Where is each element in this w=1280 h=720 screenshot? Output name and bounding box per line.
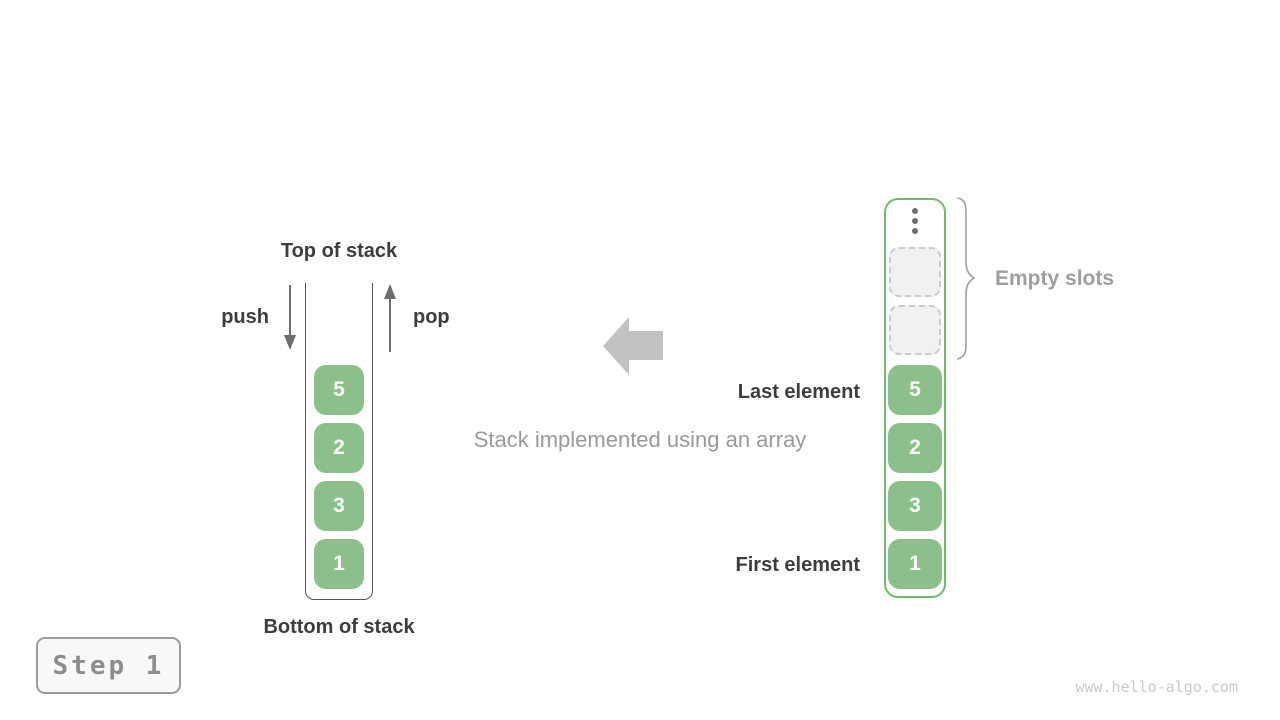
stack-element: 2: [314, 423, 364, 473]
step-badge: Step 1: [36, 637, 181, 694]
pop-label: pop: [413, 306, 450, 328]
stack-element: 5: [314, 365, 364, 415]
pop-up-arrow-icon: [383, 283, 397, 357]
empty-slot: [889, 305, 941, 355]
diagram-caption: Stack implemented using an array: [473, 427, 807, 452]
top-of-stack-label: Top of stack: [280, 240, 398, 262]
empty-slot: [889, 247, 941, 297]
ellipsis-dots-icon: [884, 208, 946, 234]
empty-slots-label: Empty slots: [995, 267, 1115, 290]
last-element-label: Last element: [737, 381, 860, 403]
left-block-arrow-icon: [603, 317, 663, 380]
curly-brace-icon: [956, 197, 976, 365]
stack-element: 3: [314, 481, 364, 531]
push-label: push: [221, 306, 269, 328]
array-element: 1: [888, 539, 942, 589]
array-element: 3: [888, 481, 942, 531]
bottom-of-stack-label: Bottom of stack: [263, 616, 415, 638]
push-down-arrow-icon: [283, 285, 297, 356]
watermark: www.hello-algo.com: [1075, 678, 1238, 696]
array-element: 2: [888, 423, 942, 473]
step-badge-label: Step 1: [52, 650, 165, 681]
first-element-label: First element: [735, 554, 860, 576]
array-element: 5: [888, 365, 942, 415]
stack-element: 1: [314, 539, 364, 589]
